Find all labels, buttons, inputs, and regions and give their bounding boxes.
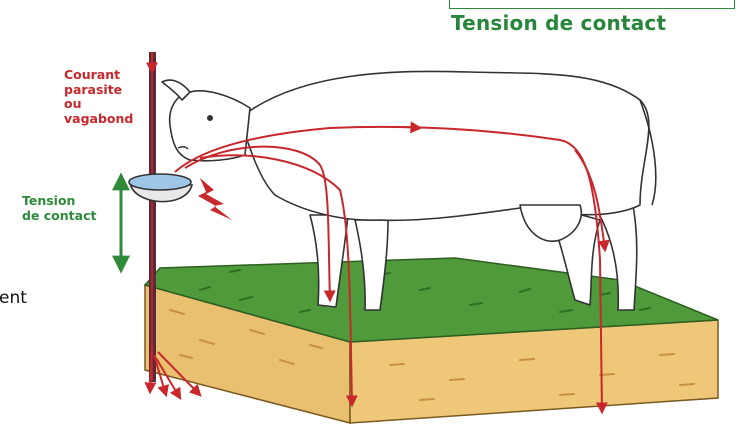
cow-eye <box>207 115 213 121</box>
water-bowl <box>129 174 192 202</box>
metal-pole <box>149 52 156 382</box>
shock-spark <box>198 178 232 220</box>
